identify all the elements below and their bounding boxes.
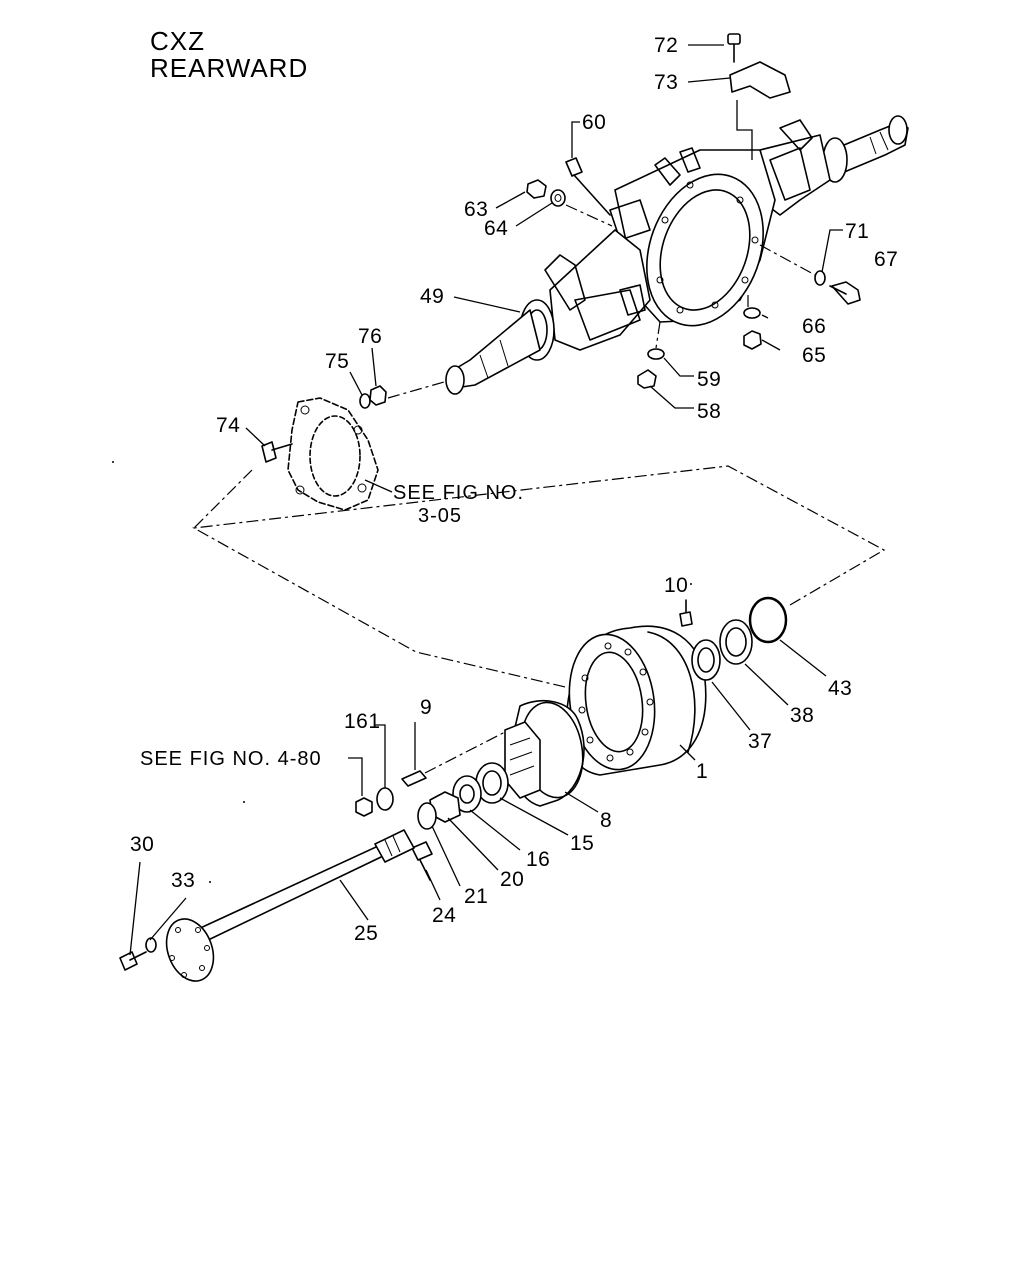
- part-59-washer: [647, 321, 665, 360]
- part-60-stud: [565, 157, 611, 216]
- scan-speck: [690, 583, 692, 585]
- part-71-washer: [759, 244, 826, 286]
- part-73-clamp: [729, 61, 791, 160]
- label-21: 21: [464, 885, 488, 908]
- label-43: 43: [828, 677, 852, 700]
- part-8-hub: [504, 699, 599, 813]
- part-72-bolt: [727, 33, 741, 63]
- label-49: 49: [420, 285, 444, 308]
- phantom-line-upper: [193, 469, 253, 529]
- axle-housing: [445, 115, 909, 395]
- leader-49: [453, 296, 521, 313]
- scan-speck: [209, 881, 211, 883]
- label-161: 161: [344, 710, 381, 733]
- label-20: 20: [500, 868, 524, 891]
- label-10: 10: [664, 574, 688, 597]
- label-38: 38: [790, 704, 814, 727]
- label-24: 24: [432, 904, 456, 927]
- label-60: 60: [582, 111, 606, 134]
- part-15-bearing: [475, 762, 569, 836]
- part-75-washer: [359, 393, 371, 409]
- label-37: 37: [748, 730, 772, 753]
- leader-59: [663, 357, 694, 377]
- leader-73: [687, 77, 731, 83]
- leader-63: [495, 191, 526, 209]
- model-title: CXZ: [150, 26, 205, 56]
- label-73: 73: [654, 71, 678, 94]
- assembly-phantom-line: [192, 465, 886, 691]
- part-43-snap-ring: [748, 596, 827, 677]
- part-58-plug: [637, 369, 657, 389]
- see-fig-3-05-line1: SEE FIG NO.: [393, 482, 524, 504]
- label-64: 64: [484, 217, 508, 240]
- label-1: 1: [696, 760, 708, 783]
- label-71: 71: [845, 220, 869, 243]
- part-9-bolt: [401, 722, 506, 787]
- part-10-bolt: [679, 599, 693, 627]
- leader-75: [349, 371, 363, 396]
- label-9: 9: [420, 696, 432, 719]
- label-72: 72: [654, 34, 678, 57]
- leader-64: [515, 202, 553, 227]
- label-76: 76: [358, 325, 382, 348]
- part-16-washer: [452, 775, 521, 851]
- fig-4-80-nut: [348, 757, 373, 817]
- part-67-bolt: [829, 281, 861, 305]
- part-65-nut: [743, 295, 762, 350]
- leader-58: [649, 385, 694, 409]
- label-8: 8: [600, 809, 612, 832]
- see-fig-3-05-line2: 3-05: [418, 505, 462, 527]
- part-38-seal: [719, 619, 789, 706]
- part-25-axle-shaft: [165, 829, 415, 982]
- part-21-lock-washer: [417, 802, 461, 887]
- label-16: 16: [526, 848, 550, 871]
- leader-71: [821, 229, 843, 273]
- label-58: 58: [697, 400, 721, 423]
- label-59: 59: [697, 368, 721, 391]
- part-33-washer: [145, 897, 187, 953]
- label-66: 66: [802, 315, 826, 338]
- part-24-screw: [411, 841, 441, 901]
- part-161-washer: [375, 724, 394, 811]
- direction-title: REARWARD: [150, 53, 308, 83]
- leader-65: [761, 339, 781, 351]
- label-75: 75: [325, 350, 349, 373]
- leader-66: [761, 314, 769, 319]
- scan-speck: [112, 461, 114, 463]
- carrier-flange-ref: [287, 397, 393, 511]
- label-30: 30: [130, 833, 154, 856]
- label-74: 74: [216, 414, 240, 437]
- part-66-washer: [743, 307, 761, 319]
- leader-74: [245, 427, 266, 447]
- leader-76: [371, 347, 377, 387]
- label-63: 63: [464, 198, 488, 221]
- label-25: 25: [354, 922, 378, 945]
- part-76-nut: [369, 381, 445, 406]
- label-33: 33: [171, 869, 195, 892]
- label-65: 65: [802, 344, 826, 367]
- part-63-nut: [526, 179, 547, 199]
- part-37-bearing: [691, 639, 751, 731]
- label-67: 67: [874, 248, 898, 271]
- part-30-bolt: [119, 861, 147, 971]
- leader-60: [571, 121, 580, 158]
- part-64-washer: [550, 189, 613, 227]
- label-15: 15: [570, 832, 594, 855]
- scan-speck: [243, 801, 245, 803]
- part-1-brake-drum: [565, 625, 707, 776]
- see-fig-4-80: SEE FIG NO. 4-80: [140, 748, 322, 770]
- part-74-bolt: [261, 441, 293, 463]
